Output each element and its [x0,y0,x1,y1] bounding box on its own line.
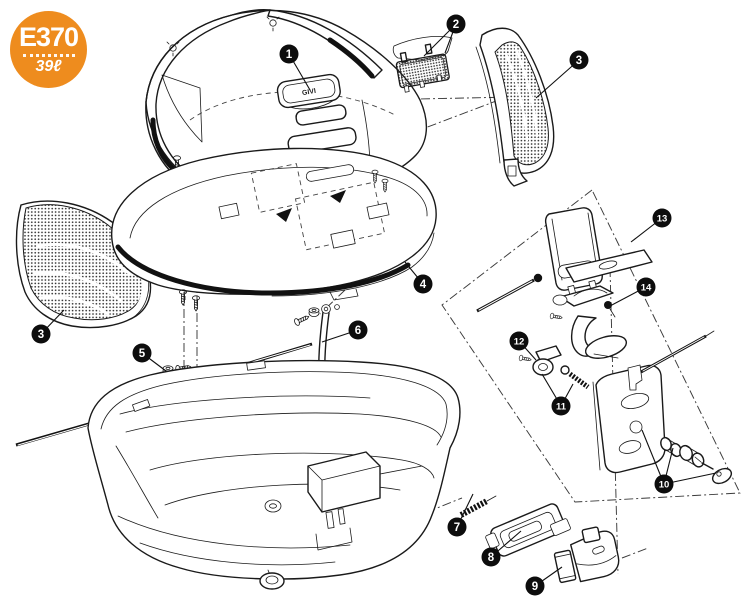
callout-6: 6 [321,320,368,343]
svg-text:12: 12 [514,336,525,347]
capacity-label: 39ℓ [35,58,62,75]
cam-lever [518,345,590,390]
lock-panel-boundary [441,189,741,503]
callout-2: 2 [423,14,466,57]
callout-14: 14 [609,277,656,307]
callout-12: 12 [509,331,537,361]
svg-text:4: 4 [420,279,427,291]
svg-text:3: 3 [38,329,44,341]
lock-body [592,364,666,474]
svg-text:11: 11 [556,401,567,412]
lid-base [111,147,437,312]
slider-plate [485,503,571,557]
grille-part [392,36,453,93]
callout-3l: 3 [31,309,65,344]
lock-assembly [476,207,733,485]
svg-text:8: 8 [488,552,495,564]
callout-7: 7 [447,493,474,537]
svg-text:7: 7 [454,522,460,534]
callout-9: 9 [525,566,563,596]
callout-10: 10 [641,429,717,494]
callout-8: 8 [481,530,522,567]
svg-text:9: 9 [532,581,538,593]
svg-text:14: 14 [641,282,652,293]
svg-text:10: 10 [659,479,670,490]
svg-text:1: 1 [286,49,293,61]
callout-1: 1 [279,44,311,91]
givi-logo-text: GIVI [302,88,317,97]
bucket [87,359,461,590]
reflector-right [475,27,555,187]
lock-cylinder-set [660,436,733,485]
callout-13: 13 [630,208,672,243]
callout-4: 4 [404,261,433,294]
svg-text:5: 5 [139,348,146,360]
svg-text:3: 3 [576,55,582,67]
lock-cradle [549,279,628,359]
latch-block [553,526,620,584]
givi-logo-plate: GIVI [276,73,341,110]
model-label: E370 [18,22,79,52]
svg-text:6: 6 [355,325,361,337]
callout-3r: 3 [535,50,589,99]
svg-text:2: 2 [453,19,459,31]
svg-text:13: 13 [657,213,668,224]
badge-divider [22,54,75,57]
lower-latch-assembly [459,495,620,584]
model-badge: E370 39ℓ [10,11,87,88]
callout-11: 11 [541,373,574,416]
callout-5: 5 [132,343,167,372]
